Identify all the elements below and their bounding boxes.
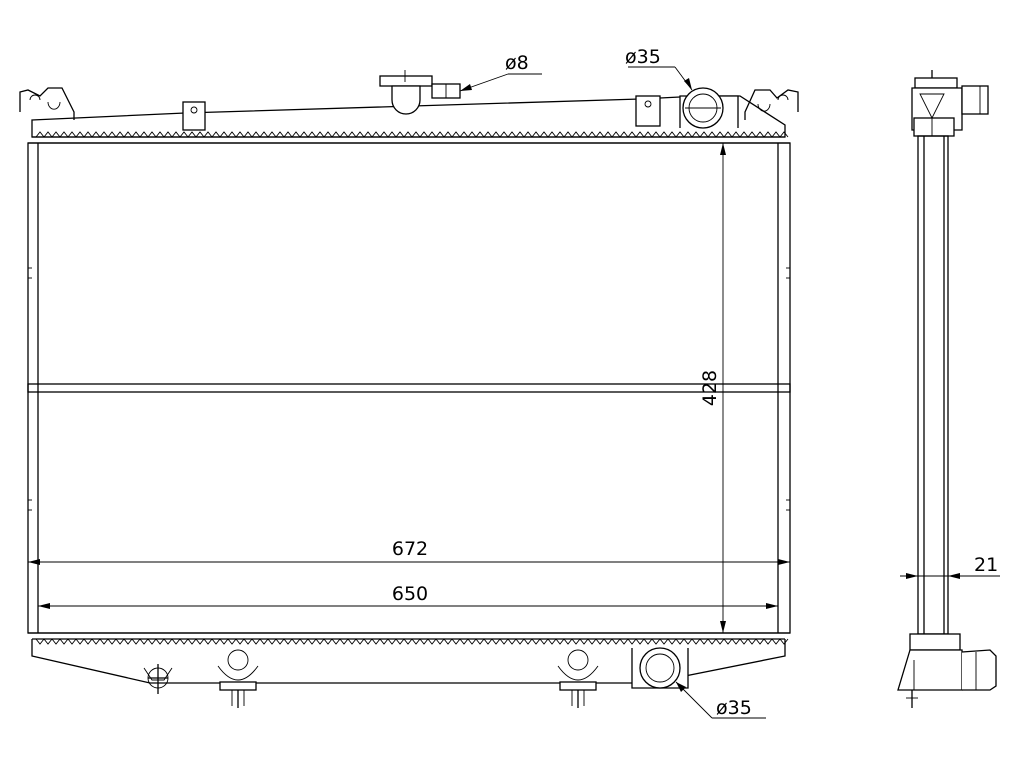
side-bottom-tank [897,633,997,708]
bottom-hose-dia-label: ø35 [716,697,752,719]
thickness-dimension: 21 [900,554,1000,579]
height-dimension: 428 [699,143,726,633]
right-mount-bracket [744,89,799,120]
bottom-stud-right [557,649,599,708]
bottom-tank-seam [35,638,789,645]
top-tab [182,101,206,131]
overall-width-dimension: 672 [28,538,790,565]
bottom-tank [31,639,786,684]
front-view: 428 672 650 ø8 ø35 [19,46,799,719]
sensor-dia-label: ø8 [505,52,529,74]
drain-plug [143,664,173,694]
top-hose-dia-callout: ø35 [625,46,693,91]
core-width-label: 650 [392,583,428,605]
side-view: 21 [897,70,1000,708]
side-top-tank [911,70,989,137]
bottom-hose-dia-callout: ø35 [675,681,766,719]
overall-width-label: 672 [392,538,428,560]
side-core [917,135,949,635]
left-mount-bracket [19,87,75,120]
top-hose-outlet [635,87,739,129]
top-hose-dia-label: ø35 [625,46,661,68]
height-label: 428 [699,370,721,406]
thickness-label: 21 [974,554,998,576]
core-width-dimension: 650 [38,583,778,609]
sensor-boss [379,70,461,115]
sensor-dia-callout: ø8 [459,52,542,92]
bottom-stud-left [217,649,259,708]
top-tank-seam [35,131,789,138]
bottom-hose-outlet [631,647,689,689]
